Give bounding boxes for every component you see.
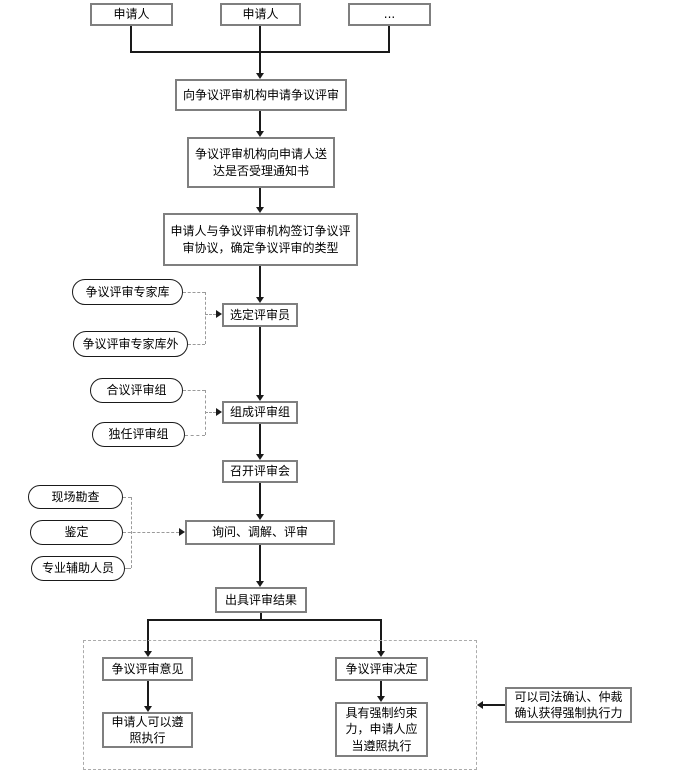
dashed-connector bbox=[188, 344, 205, 345]
node-label: 合议评审组 bbox=[106, 383, 167, 398]
node-professional-assistants: 专业辅助人员 bbox=[31, 556, 125, 581]
node-sole-panel: 独任评审组 bbox=[92, 422, 185, 447]
connector bbox=[147, 619, 382, 621]
dashed-connector bbox=[125, 568, 131, 569]
dashed-connector bbox=[183, 292, 205, 293]
connector bbox=[380, 619, 382, 652]
node-label: 具有强制约束力，申请人应当遵照执行 bbox=[345, 706, 418, 753]
arrowhead-down bbox=[144, 706, 152, 712]
node-label: 争议评审专家库 bbox=[85, 284, 170, 299]
node-label: ... bbox=[383, 7, 396, 22]
arrowhead-left bbox=[477, 701, 483, 709]
arrowhead-down bbox=[256, 514, 264, 520]
node-form-panel: 组成评审组 bbox=[222, 401, 298, 424]
node-expert-pool-outside: 争议评审专家库外 bbox=[73, 331, 188, 357]
node-label: 专业辅助人员 bbox=[41, 561, 114, 576]
arrowhead-down bbox=[256, 207, 264, 213]
arrowhead-right bbox=[216, 408, 222, 416]
arrowhead-down bbox=[256, 73, 264, 79]
dashed-connector bbox=[185, 435, 205, 436]
dashed-connector bbox=[123, 532, 179, 533]
node-label: 向争议评审机构申请争议评审 bbox=[182, 87, 339, 102]
connector bbox=[259, 327, 261, 396]
node-applicant-2: 申请人 bbox=[220, 3, 301, 26]
dashed-connector bbox=[183, 390, 205, 391]
connector bbox=[482, 704, 505, 706]
connector bbox=[259, 188, 261, 208]
node-review-opinion: 争议评审意见 bbox=[102, 657, 193, 681]
node-label: 申请人 bbox=[242, 7, 279, 22]
arrowhead-down bbox=[256, 581, 264, 587]
connector bbox=[388, 26, 390, 53]
node-label: 争议评审决定 bbox=[345, 661, 418, 676]
node-applicant-1: 申请人 bbox=[90, 3, 173, 26]
arrowhead-down bbox=[256, 297, 264, 303]
arrowhead-down bbox=[144, 651, 152, 657]
node-expert-pool: 争议评审专家库 bbox=[72, 279, 183, 305]
dashed-connector bbox=[205, 292, 206, 344]
node-appraisal: 鉴定 bbox=[30, 520, 123, 545]
node-label: 出具评审结果 bbox=[224, 592, 297, 607]
arrowhead-down bbox=[377, 696, 385, 702]
node-label: 争议评审意见 bbox=[111, 661, 184, 676]
arrowhead-right bbox=[179, 528, 185, 536]
node-judicial-confirmation: 可以司法确认、仲裁确认获得强制执行力 bbox=[505, 687, 632, 723]
node-applicant-more: ... bbox=[348, 3, 431, 26]
node-review-decision: 争议评审决定 bbox=[335, 657, 428, 681]
node-apply-review: 向争议评审机构申请争议评审 bbox=[175, 79, 347, 111]
arrowhead-right bbox=[216, 310, 222, 318]
connector bbox=[259, 424, 261, 455]
connector bbox=[380, 681, 382, 696]
connector bbox=[259, 545, 261, 582]
arrowhead-down bbox=[377, 651, 385, 657]
connector bbox=[259, 483, 261, 515]
node-label: 询问、调解、评审 bbox=[211, 525, 308, 540]
arrowhead-down bbox=[256, 395, 264, 401]
connector bbox=[130, 26, 132, 53]
node-issue-result: 出具评审结果 bbox=[215, 587, 307, 613]
node-acceptance-notice: 争议评审机构向申请人送达是否受理通知书 bbox=[187, 137, 335, 188]
arrowhead-down bbox=[256, 454, 264, 460]
node-must-comply: 具有强制约束力，申请人应当遵照执行 bbox=[335, 702, 428, 757]
node-inquiry-mediation-review: 询问、调解、评审 bbox=[185, 520, 335, 545]
node-label: 申请人与争议评审机构签订争议评审协议，确定争议评审的类型 bbox=[170, 224, 351, 255]
node-label: 申请人 bbox=[113, 7, 150, 22]
node-label: 选定评审员 bbox=[229, 307, 290, 322]
connector bbox=[259, 111, 261, 132]
node-collegial-panel: 合议评审组 bbox=[90, 378, 183, 403]
connector bbox=[147, 619, 149, 652]
node-hold-meeting: 召开评审会 bbox=[222, 460, 298, 483]
node-label: 争议评审专家库外 bbox=[82, 336, 179, 351]
node-label: 独任评审组 bbox=[108, 427, 169, 442]
node-label: 争议评审机构向申请人送达是否受理通知书 bbox=[194, 147, 327, 178]
result-group-region bbox=[83, 640, 477, 770]
connector bbox=[260, 613, 262, 621]
node-label: 召开评审会 bbox=[229, 464, 290, 479]
dashed-connector bbox=[205, 412, 216, 413]
node-label: 组成评审组 bbox=[229, 405, 290, 420]
connector bbox=[259, 26, 261, 74]
dashed-connector bbox=[123, 497, 131, 498]
connector bbox=[259, 266, 261, 298]
arrowhead-down bbox=[256, 131, 264, 137]
node-label: 申请人可以遵照执行 bbox=[111, 714, 184, 745]
node-site-survey: 现场勘查 bbox=[28, 485, 123, 509]
node-label: 可以司法确认、仲裁确认获得强制执行力 bbox=[514, 689, 623, 720]
connector bbox=[147, 681, 149, 706]
node-sign-agreement: 申请人与争议评审机构签订争议评审协议，确定争议评审的类型 bbox=[163, 213, 358, 266]
dashed-connector bbox=[205, 314, 216, 315]
node-select-reviewer: 选定评审员 bbox=[222, 303, 298, 327]
node-label: 现场勘查 bbox=[51, 489, 100, 504]
node-may-comply: 申请人可以遵照执行 bbox=[102, 712, 193, 748]
node-label: 鉴定 bbox=[64, 525, 89, 540]
